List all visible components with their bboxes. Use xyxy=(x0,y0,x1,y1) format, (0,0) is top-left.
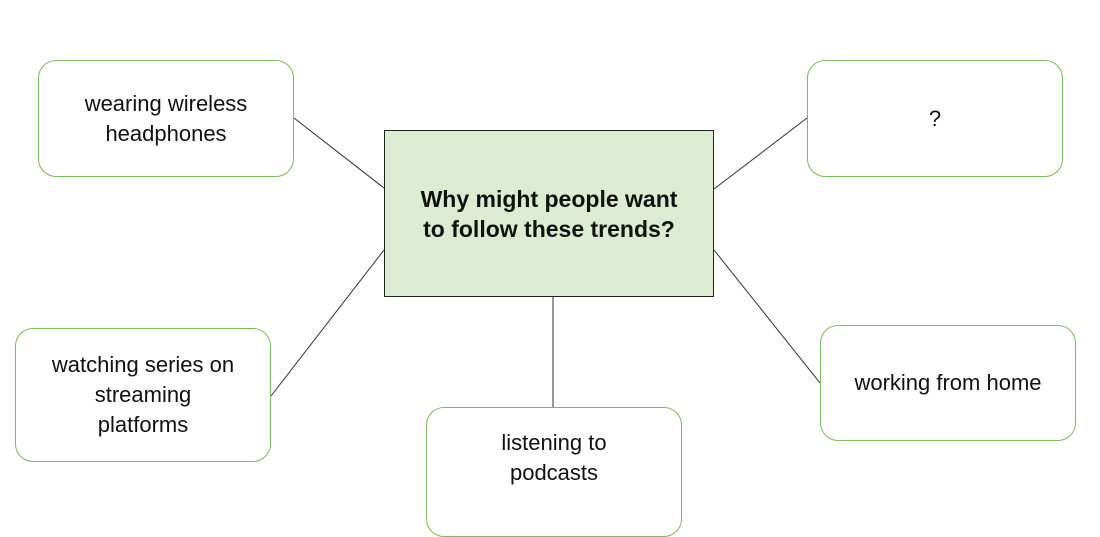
central-question-box: Why might people want to follow these tr… xyxy=(384,130,714,297)
node-text: listening to podcasts xyxy=(501,430,607,485)
node-text: ? xyxy=(928,105,942,131)
central-question-text: Why might people want to follow these tr… xyxy=(420,185,678,242)
node-working-from-home: working from home xyxy=(820,325,1076,441)
node-text: wearing wireless headphones xyxy=(84,90,248,146)
node-podcasts: listening to podcasts xyxy=(426,407,682,537)
node-wireless-headphones: wearing wireless headphones xyxy=(38,60,294,177)
connector-top-left xyxy=(293,117,385,189)
node-text: working from home xyxy=(854,370,1042,395)
node-unknown: ? xyxy=(807,60,1063,177)
connector-lines xyxy=(270,117,821,407)
node-text: watching series on streaming platforms xyxy=(51,352,235,437)
node-streaming-series: watching series on streaming platforms xyxy=(15,328,271,462)
connector-bottom-left xyxy=(270,249,385,397)
connector-bottom-right xyxy=(713,249,821,384)
connector-top-right xyxy=(713,117,808,190)
